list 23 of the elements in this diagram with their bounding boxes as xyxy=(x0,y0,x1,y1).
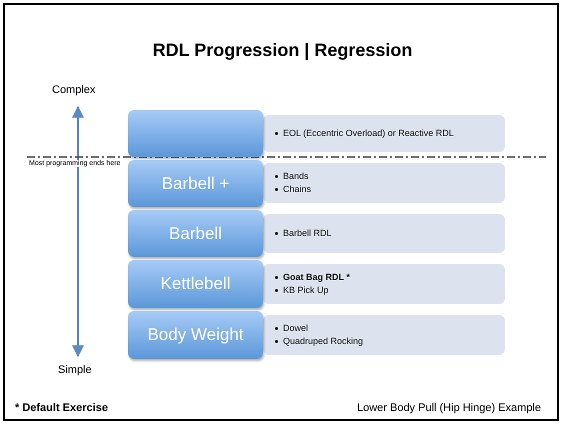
bullet-item: Goat Bag RDL * xyxy=(275,271,505,284)
bullet-item: EOL (Eccentric Overload) or Reactive RDL xyxy=(275,127,505,140)
header-box xyxy=(128,110,263,157)
axis-label: Complex xyxy=(52,84,96,96)
list-panel xyxy=(263,264,505,304)
bullet-item: Chains xyxy=(275,183,505,196)
category-box: Kettlebell xyxy=(128,260,263,308)
axis-label: Simple xyxy=(58,364,92,376)
category-box: Barbell xyxy=(128,210,263,257)
category-box: Body Weight xyxy=(128,311,263,359)
title: RDL Progression | Regression xyxy=(152,40,414,61)
bullet-item: Quadruped Rocking xyxy=(275,335,505,348)
bullet-item: Dowel xyxy=(275,322,505,335)
footer-text: Lower Body Pull (Hip Hinge) Example xyxy=(356,402,541,414)
list-panel xyxy=(263,163,505,203)
bullet-item: KB Pick Up xyxy=(275,284,505,297)
bullet-item: Barbell RDL xyxy=(275,227,505,240)
list-panel xyxy=(263,115,505,152)
list-panel xyxy=(263,315,505,355)
bullet-item: Bands xyxy=(275,170,505,183)
footnote: * Default Exercise xyxy=(15,402,108,414)
list-panel xyxy=(263,214,505,253)
category-box: Barbell + xyxy=(128,160,263,207)
